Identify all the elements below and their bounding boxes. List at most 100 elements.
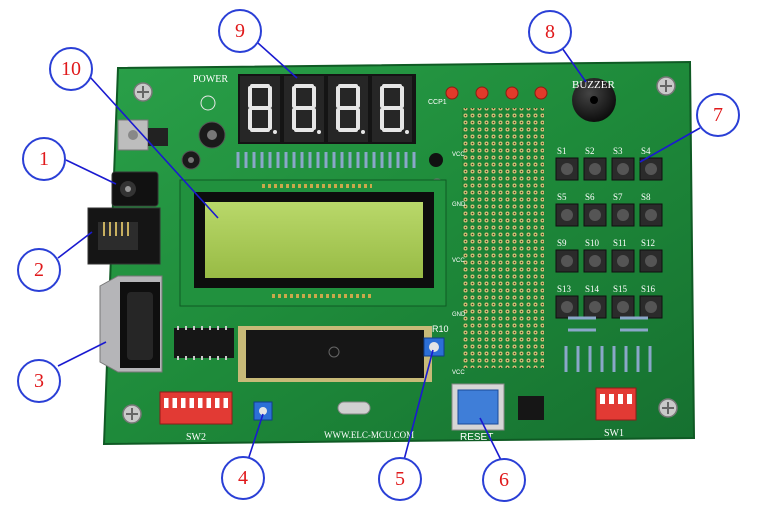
- callout-1: 1: [22, 137, 66, 181]
- key-label: S8: [641, 192, 651, 202]
- key-label: S15: [613, 284, 628, 294]
- transistor: [429, 153, 443, 167]
- tactile-key: S3: [611, 146, 635, 181]
- dip-lever: [600, 394, 605, 404]
- key-label: S7: [613, 192, 623, 202]
- r10-potentiometer: [423, 337, 445, 357]
- dip-switch-sw2: [159, 391, 233, 425]
- tactile-key: S12: [639, 238, 663, 273]
- svg-text:10: 10: [61, 58, 81, 80]
- key-label: S13: [557, 284, 572, 294]
- tactile-key: S4: [639, 146, 663, 181]
- svg-text:VCC: VCC: [452, 258, 465, 264]
- power-led: [200, 95, 216, 111]
- svg-text:GND: GND: [452, 202, 466, 208]
- callout-2: 2: [17, 248, 61, 292]
- svg-text:7: 7: [713, 104, 723, 126]
- side-labels: VCC GND VCC GND VCC: [452, 152, 466, 376]
- tactile-key: S11: [611, 238, 635, 273]
- prototype-area: [462, 108, 544, 368]
- svg-text:1: 1: [39, 148, 49, 170]
- crystal: [337, 401, 371, 415]
- dip-lever: [627, 394, 632, 404]
- svg-text:6: 6: [499, 469, 509, 491]
- buzzer-label: BUZZER: [572, 79, 615, 91]
- tactile-key: S10: [583, 238, 607, 273]
- r10-label: R10: [432, 324, 449, 334]
- segment-digit-4: [372, 76, 412, 142]
- svg-text:4: 4: [238, 467, 248, 489]
- key-label: S12: [641, 238, 655, 248]
- sw1-label: SW1: [604, 428, 624, 439]
- rj-connector: [87, 207, 161, 265]
- dip-lever: [223, 398, 228, 408]
- ccp1-label: CCP1: [428, 99, 447, 106]
- lcd-module: [179, 179, 447, 307]
- key-label: S9: [557, 238, 567, 248]
- callout-3: 3: [17, 359, 61, 403]
- callout-4: 4: [221, 456, 265, 500]
- dc-power-jack: [111, 171, 159, 207]
- tactile-key: S14: [583, 284, 607, 319]
- dip-lever: [189, 398, 194, 408]
- tactile-key: S15: [611, 284, 635, 319]
- tactile-key: S2: [583, 146, 607, 181]
- svg-text:2: 2: [34, 259, 44, 281]
- tactile-key: S7: [611, 192, 635, 227]
- segment-digit-2: [284, 76, 324, 142]
- tactile-key: S13: [555, 284, 579, 319]
- tactile-key: S8: [639, 192, 663, 227]
- microcontroller-chip: [238, 326, 432, 382]
- key-label: S14: [585, 284, 600, 294]
- trim-potentiometer: [253, 401, 273, 421]
- buzzer: [572, 78, 616, 122]
- tactile-key: S1: [555, 146, 579, 181]
- callouts: 1 2 3 4 5 6 7 8: [17, 9, 740, 502]
- segment-digit-1: [240, 76, 280, 142]
- seven-segment-display: [238, 74, 416, 144]
- dip-lever: [181, 398, 186, 408]
- dip-lever: [215, 398, 220, 408]
- svg-text:5: 5: [395, 468, 405, 490]
- reset-label: RESET: [460, 432, 493, 443]
- red-leds: [445, 86, 548, 100]
- tactile-key: S6: [583, 192, 607, 227]
- dip-lever: [172, 398, 177, 408]
- segment-digit-3: [328, 76, 368, 142]
- electrolytic-capacitors: [181, 121, 226, 170]
- dip-lever: [609, 394, 614, 404]
- reset-button: [451, 383, 505, 431]
- power-label: POWER: [193, 74, 228, 85]
- callout-9: 9: [218, 9, 262, 53]
- key-label: S10: [585, 238, 600, 248]
- bottom-right-resistors: [564, 316, 652, 372]
- key-label: S5: [557, 192, 567, 202]
- tactile-key: S5: [555, 192, 579, 227]
- dip-lever: [206, 398, 211, 408]
- svg-text:9: 9: [235, 20, 245, 42]
- svg-text:VCC: VCC: [452, 370, 465, 376]
- dip-lever: [198, 398, 203, 408]
- db9-serial-connector: [99, 275, 163, 373]
- svg-text:3: 3: [34, 370, 44, 392]
- small-ic: [174, 326, 234, 360]
- sw2-label: SW2: [186, 432, 206, 443]
- dip-switch-sw1: [595, 387, 637, 421]
- eeprom-chip: [518, 396, 544, 420]
- callout-10: 10: [49, 47, 93, 91]
- svg-text:GND: GND: [452, 312, 466, 318]
- website-label: WWW.ELC-MCU.COM: [324, 430, 414, 440]
- callout-6: 6: [482, 458, 526, 502]
- key-label: S2: [585, 146, 595, 156]
- tactile-key: S9: [555, 238, 579, 273]
- dip-lever: [164, 398, 169, 408]
- key-label: S11: [613, 238, 627, 248]
- resistor-row: [236, 152, 416, 168]
- key-label: S4: [641, 146, 651, 156]
- key-label: S16: [641, 284, 656, 294]
- svg-text:8: 8: [545, 21, 555, 43]
- dip-lever: [618, 394, 623, 404]
- key-label: S1: [557, 146, 567, 156]
